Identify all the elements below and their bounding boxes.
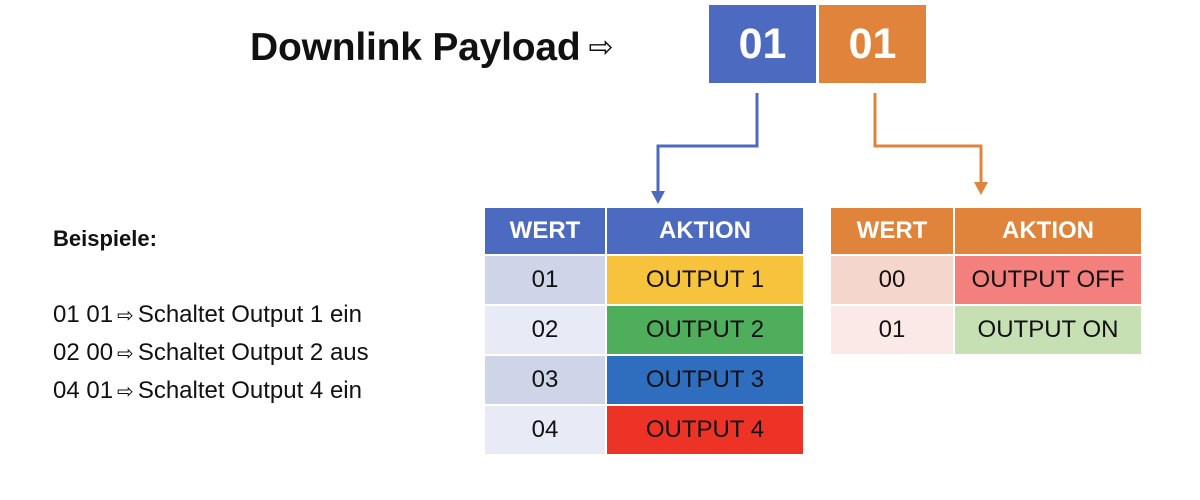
right-outline-arrow-icon: ⇨ [117,379,134,403]
example-item: 04 01⇨Schaltet Output 4 ein [53,372,369,410]
cell-wert: 00 [831,256,953,304]
examples-heading: Beispiele: [53,226,157,251]
example-item: 02 00⇨Schaltet Output 2 aus [53,334,369,372]
cell-aktion: OUTPUT OFF [955,256,1141,304]
orange-connector-arrow [873,93,988,195]
table-row: 03 OUTPUT 3 [485,356,803,404]
table-row: 04 OUTPUT 4 [485,406,803,454]
examples-list: 01 01⇨Schaltet Output 1 ein 02 00⇨Schalt… [53,296,369,410]
header-aktion: AKTION [955,208,1141,254]
table-header-row: WERT AKTION [831,208,1141,254]
cell-aktion: OUTPUT ON [955,306,1141,354]
example-description: Schaltet Output 4 ein [137,377,362,404]
table-row: 00 OUTPUT OFF [831,256,1141,304]
header-wert: WERT [485,208,605,254]
right-outline-arrow-icon: ⇨ [588,30,614,65]
diagram-title: Downlink Payload⇨ [250,22,614,74]
example-description: Schaltet Output 2 aus [137,339,369,366]
table-row: 01 OUTPUT ON [831,306,1141,354]
cell-aktion: OUTPUT 3 [607,356,803,404]
cell-wert: 03 [485,356,605,404]
cell-wert: 04 [485,406,605,454]
cell-aktion: OUTPUT 4 [607,406,803,454]
cell-wert: 01 [485,256,605,304]
cell-wert: 01 [831,306,953,354]
example-code: 04 01 [53,377,114,404]
blue-connector-arrow [651,93,759,204]
example-description: Schaltet Output 1 ein [137,301,362,328]
right-outline-arrow-icon: ⇨ [117,341,134,365]
diagram-title-text: Downlink Payload [250,26,581,69]
table-row: 02 OUTPUT 2 [485,306,803,354]
state-table: WERT AKTION 00 OUTPUT OFF 01 OUTPUT ON [829,206,1143,356]
cell-aktion: OUTPUT 2 [607,306,803,354]
example-code: 02 00 [53,339,114,366]
table-header-row: WERT AKTION [485,208,803,254]
header-wert: WERT [831,208,953,254]
cell-aktion: OUTPUT 1 [607,256,803,304]
payload-byte-output-select: 01 [709,5,816,83]
header-aktion: AKTION [607,208,803,254]
payload-byte-output-state: 01 [819,5,926,83]
example-item: 01 01⇨Schaltet Output 1 ein [53,296,369,334]
table-row: 01 OUTPUT 1 [485,256,803,304]
right-outline-arrow-icon: ⇨ [117,303,134,327]
cell-wert: 02 [485,306,605,354]
example-code: 01 01 [53,301,114,328]
output-table: WERT AKTION 01 OUTPUT 1 02 OUTPUT 2 03 O… [483,206,805,456]
